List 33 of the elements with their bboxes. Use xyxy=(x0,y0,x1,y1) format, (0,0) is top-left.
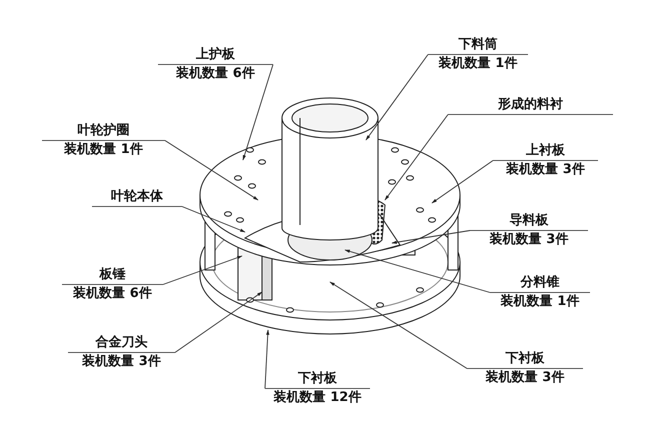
leader-line xyxy=(264,329,270,389)
part-name: 板锤 xyxy=(62,266,163,285)
part-name: 合金刀头 xyxy=(68,334,175,353)
quantity-label: 装机数量 3件 xyxy=(484,369,566,387)
part-name: 上护板 xyxy=(158,46,273,65)
quantity-label: 装机数量 3件 xyxy=(81,353,162,371)
part-name: 下衬板 xyxy=(467,350,583,369)
quantity-label: 装机数量 1件 xyxy=(63,141,144,159)
part-name: 叶轮本体 xyxy=(92,188,182,207)
quantity-label: 装机数量 1件 xyxy=(438,55,518,73)
leader-line xyxy=(242,64,274,161)
quantity-label: 装机数量 6件 xyxy=(72,285,153,303)
quantity-label: 装机数量 12件 xyxy=(272,389,362,407)
quantity-label: 装机数量 1件 xyxy=(500,293,580,311)
part-name: 下料筒 xyxy=(428,36,528,55)
leader-line xyxy=(164,140,258,200)
leader-line xyxy=(330,282,468,369)
leader-line xyxy=(174,292,262,353)
leader-line xyxy=(344,250,490,293)
leader-line xyxy=(162,256,242,285)
quantity-label: 装机数量 3件 xyxy=(488,231,570,249)
quantity-label: 装机数量 3件 xyxy=(505,161,586,179)
quantity-label: 装机数量 6件 xyxy=(175,65,256,83)
part-name: 形成的料衬 xyxy=(448,96,613,115)
part-name: 分料锥 xyxy=(490,274,590,293)
part-name: 导料板 xyxy=(470,212,588,231)
part-name: 上衬板 xyxy=(493,142,598,161)
leader-line xyxy=(366,54,428,140)
leader-line xyxy=(384,114,448,200)
leader-line xyxy=(182,206,246,232)
part-name: 叶轮护圈 xyxy=(42,122,165,141)
leader-line xyxy=(432,160,494,204)
part-name: 下衬板 xyxy=(265,370,370,389)
